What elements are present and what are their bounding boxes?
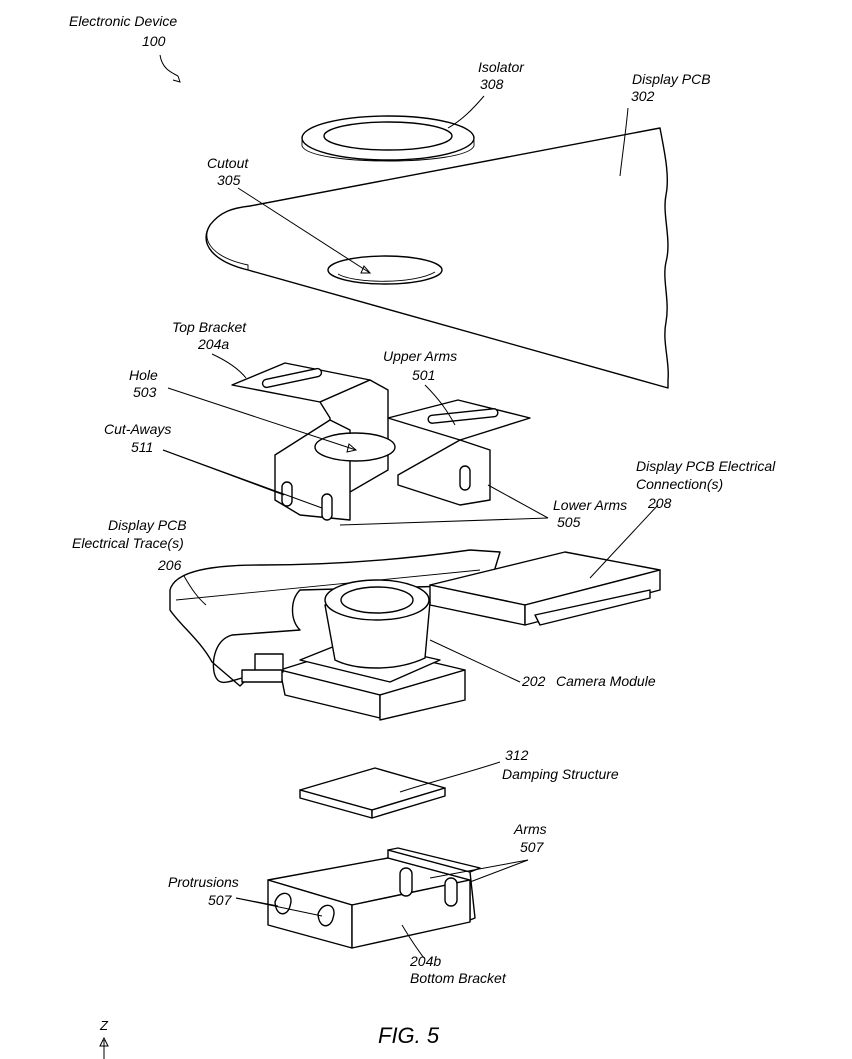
label-connection-number: 208 xyxy=(647,495,672,511)
label-top-bracket-name: Top Bracket xyxy=(172,319,247,335)
camera-module-202 xyxy=(241,579,466,721)
label-bottom-bracket-number: 204b xyxy=(409,953,441,969)
label-cutout-name: Cutout xyxy=(207,155,249,171)
label-upper-arms-name: Upper Arms xyxy=(383,348,457,364)
label-upper-arms-number: 501 xyxy=(412,367,435,383)
label-damping-name: Damping Structure xyxy=(502,766,619,782)
figure-title: FIG. 5 xyxy=(378,1023,440,1048)
label-device-name: Electronic Device xyxy=(69,13,177,29)
damping-structure-312 xyxy=(299,767,446,819)
label-damping-number: 312 xyxy=(505,747,529,763)
label-cut-aways-number: 511 xyxy=(131,439,153,455)
cutout-305 xyxy=(327,255,443,285)
label-cutout-number: 305 xyxy=(217,172,241,188)
z-axis-label: Z xyxy=(99,1018,109,1033)
label-isolator-name: Isolator xyxy=(478,59,525,75)
label-hole-number: 503 xyxy=(133,384,157,400)
label-protrusions-number: 507 xyxy=(208,892,233,908)
label-camera-name: Camera Module xyxy=(556,673,656,689)
label-top-bracket-number: 204a xyxy=(197,336,229,352)
label-device-number: 100 xyxy=(142,33,166,49)
label-hole-name: Hole xyxy=(129,367,158,383)
label-connection-name-1: Display PCB Electrical xyxy=(636,458,776,474)
hole-503 xyxy=(314,432,396,462)
label-bottom-bracket-name: Bottom Bracket xyxy=(410,970,507,986)
label-arms-name: Arms xyxy=(513,821,547,837)
label-display-pcb-number: 302 xyxy=(631,88,655,104)
label-trace-number: 206 xyxy=(157,557,182,573)
label-camera-number: 202 xyxy=(521,673,546,689)
label-lower-arms-name: Lower Arms xyxy=(553,497,627,513)
label-lower-arms-number: 505 xyxy=(557,514,581,530)
label-trace-name-1: Display PCB xyxy=(108,517,187,533)
label-display-pcb-name: Display PCB xyxy=(632,71,711,87)
label-arms-number: 507 xyxy=(520,839,545,855)
display-pcb-302 xyxy=(205,127,670,389)
bottom-bracket-204b xyxy=(267,847,481,949)
top-bracket-204a xyxy=(231,362,531,521)
label-isolator-number: 308 xyxy=(480,76,504,92)
label-cut-aways-name: Cut-Aways xyxy=(104,421,171,437)
label-trace-name-2: Electrical Trace(s) xyxy=(72,535,184,551)
label-protrusions-name: Protrusions xyxy=(168,874,239,890)
leader-lines xyxy=(99,54,659,1059)
electrical-trace-206 xyxy=(169,549,501,687)
isolator-308 xyxy=(301,115,475,162)
label-connection-name-2: Connection(s) xyxy=(636,476,723,492)
